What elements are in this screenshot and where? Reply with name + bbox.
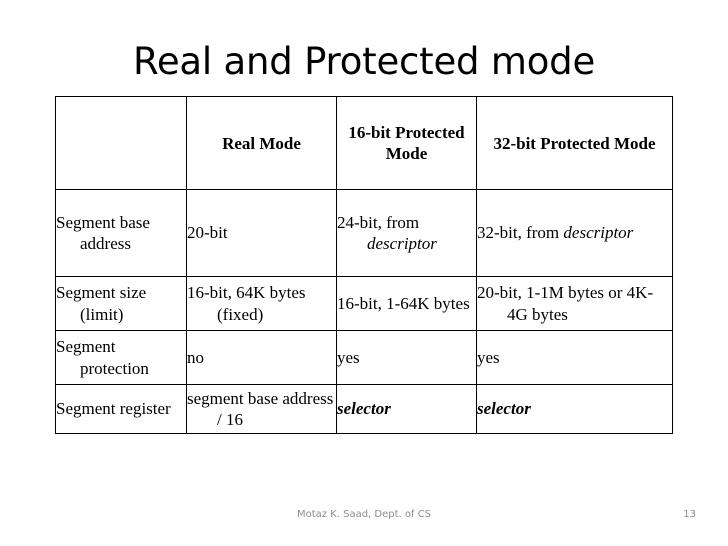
row-label-segment-size-limit: Segment size (limit) [55,276,187,331]
table-row: Segment base address 20-bit 24-bit, from… [55,189,673,277]
table-row: Segment register segment base address / … [55,384,673,434]
page-title: Real and Protected mode [132,40,596,83]
cell-pm32-segment-protection: yes [476,330,673,385]
row-label-segment-base-address: Segment base address [55,189,187,277]
table-header-row: Real Mode 16-bit Protected Mode 32-bit P… [55,96,673,190]
column-header-blank [55,96,187,190]
footer-page-number: 13 [683,509,696,520]
cell-text: 24-bit, from [337,212,420,232]
cell-pm16-segment-protection: yes [336,330,477,385]
cell-real-mode-segment-base-address: 20-bit [186,189,337,277]
emphasis-descriptor: descriptor [367,234,437,253]
cell-real-mode-segment-protection: no [186,330,337,385]
table-row: Segment protection no yes yes [55,330,673,385]
cell-text: 32-bit, from [477,223,564,243]
column-header-16bit-protected-mode: 16-bit Protected Mode [336,96,477,190]
emphasis-selector: selector [477,399,531,419]
cell-pm16-segment-base-address: 24-bit, from descriptor [336,189,477,277]
cell-real-mode-segment-size: 16-bit, 64K bytes (fixed) [186,276,337,331]
row-label-segment-protection: Segment protection [55,330,187,385]
cell-pm32-segment-base-address: 32-bit, from descriptor [476,189,673,277]
table-body: Segment base address 20-bit 24-bit, from… [55,189,673,434]
column-header-real-mode: Real Mode [186,96,337,190]
comparison-table: Real Mode 16-bit Protected Mode 32-bit P… [55,96,673,434]
cell-pm16-segment-register: selector [336,384,477,434]
cell-pm32-segment-size: 20-bit, 1-1M bytes or 4K-4G bytes [476,276,673,331]
emphasis-selector: selector [337,399,391,419]
table-row: Segment size (limit) 16-bit, 64K bytes (… [55,276,673,331]
cell-pm32-segment-register: selector [476,384,673,434]
row-label-segment-register: Segment register [55,384,187,434]
emphasis-descriptor: descriptor [563,223,634,243]
table-header: Real Mode 16-bit Protected Mode 32-bit P… [55,96,673,190]
cell-pm16-segment-size: 16-bit, 1-64K bytes [336,276,477,331]
column-header-32bit-protected-mode: 32-bit Protected Mode [476,96,673,190]
cell-real-mode-segment-register: segment base address / 16 [186,384,337,434]
footer-author: Motaz K. Saad, Dept. of CS [296,509,432,520]
